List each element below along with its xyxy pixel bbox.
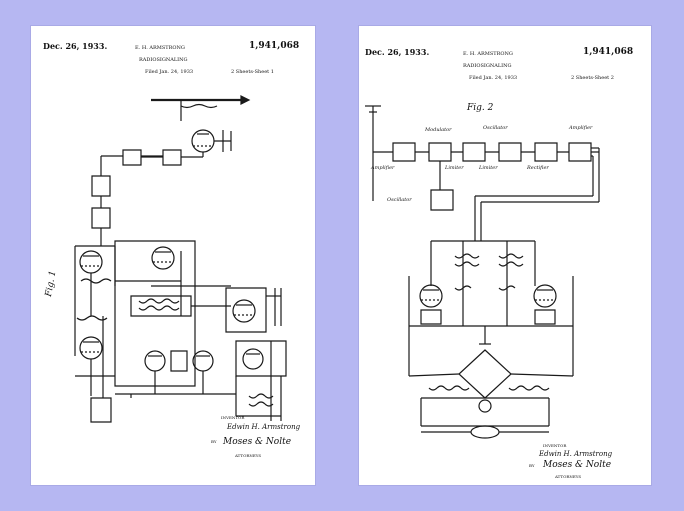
fig2-label-amplifier-left: Amplifier [371, 165, 395, 171]
sheet2-inventor-caption: INVENTOR [543, 443, 567, 448]
sheet1-sheets: 2 Sheets-Sheet 1 [231, 69, 274, 75]
sheet1-patent-number: 1,941,068 [249, 41, 300, 51]
sheet2-attorneys: ATTORNEYS [555, 474, 582, 479]
sheet1-subject: RADIOSIGNALING [139, 57, 188, 63]
sheet2-by: BY [529, 463, 535, 468]
sheet2-patent-number: 1,941,068 [583, 47, 634, 57]
sheet1-filed: Filed Jan. 24, 1933 [145, 69, 194, 75]
sheet2-attorney-signature: Moses & Nolte [543, 460, 612, 470]
fig2-label: Fig. 2 [467, 103, 494, 113]
sheet2-date: Dec. 26, 1933. [365, 47, 430, 57]
fig2-label-limiter-2: Limiter [479, 165, 498, 171]
fig2-label-oscillator-bottom: Oscillator [387, 197, 412, 203]
patent-sheet-2: Dec. 26, 1933. E. H. ARMSTRONG 1,941,068… [359, 26, 651, 485]
fig2-label-amplifier-top: Amplifier [569, 125, 593, 131]
sheet1-attorneys: ATTORNEYS [235, 453, 262, 458]
sheet2-subject: RADIOSIGNALING [463, 63, 512, 69]
sheet2-filed: Filed Jan. 24, 1933 [469, 75, 518, 81]
fig2-label-modulator: Modulator [425, 127, 452, 133]
sheet1-inventor-name: Edwin H. Armstrong [227, 423, 301, 431]
fig2-label-limiter-1: Limiter [445, 165, 464, 171]
sheet1-by: BY [211, 439, 217, 444]
sheet2-inventor-name: Edwin H. Armstrong [539, 450, 613, 458]
fig2-label-rectifier: Rectifier [527, 165, 549, 171]
sheet2-inventor-header: E. H. ARMSTRONG [463, 51, 513, 57]
patent-sheet-1: Dec. 26, 1933. E. H. ARMSTRONG 1,941,068… [31, 26, 315, 485]
fig2-circuit-diagram [359, 26, 651, 485]
sheet1-date: Dec. 26, 1933. [43, 41, 108, 51]
sheet2-sheets: 2 Sheets-Sheet 2 [571, 75, 614, 81]
fig1-circuit-diagram [31, 26, 315, 485]
fig2-label-oscillator-top: Oscillator [483, 125, 508, 131]
sheet1-attorney-signature: Moses & Nolte [223, 437, 292, 447]
sheet1-inventor-caption: INVENTOR [221, 415, 245, 420]
sheet1-inventor-header: E. H. ARMSTRONG [135, 45, 185, 51]
